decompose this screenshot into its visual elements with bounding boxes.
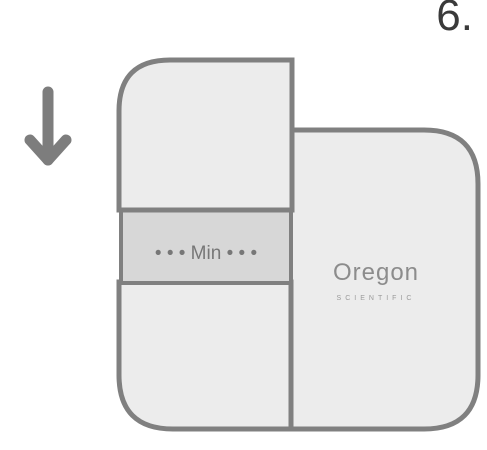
- window-label: • • • Min • • •: [155, 243, 257, 264]
- brand-tagline: SCIENTIFIC: [337, 295, 416, 302]
- lower-cover: [116, 279, 294, 432]
- arrow-down-icon: [24, 86, 72, 166]
- brand-name: Oregon: [333, 259, 419, 286]
- step-number: 6.: [436, 0, 473, 40]
- brand-logo: Oregon SCIENTIFIC: [333, 259, 419, 302]
- display-window: [119, 208, 293, 285]
- sliding-cover: [116, 57, 295, 213]
